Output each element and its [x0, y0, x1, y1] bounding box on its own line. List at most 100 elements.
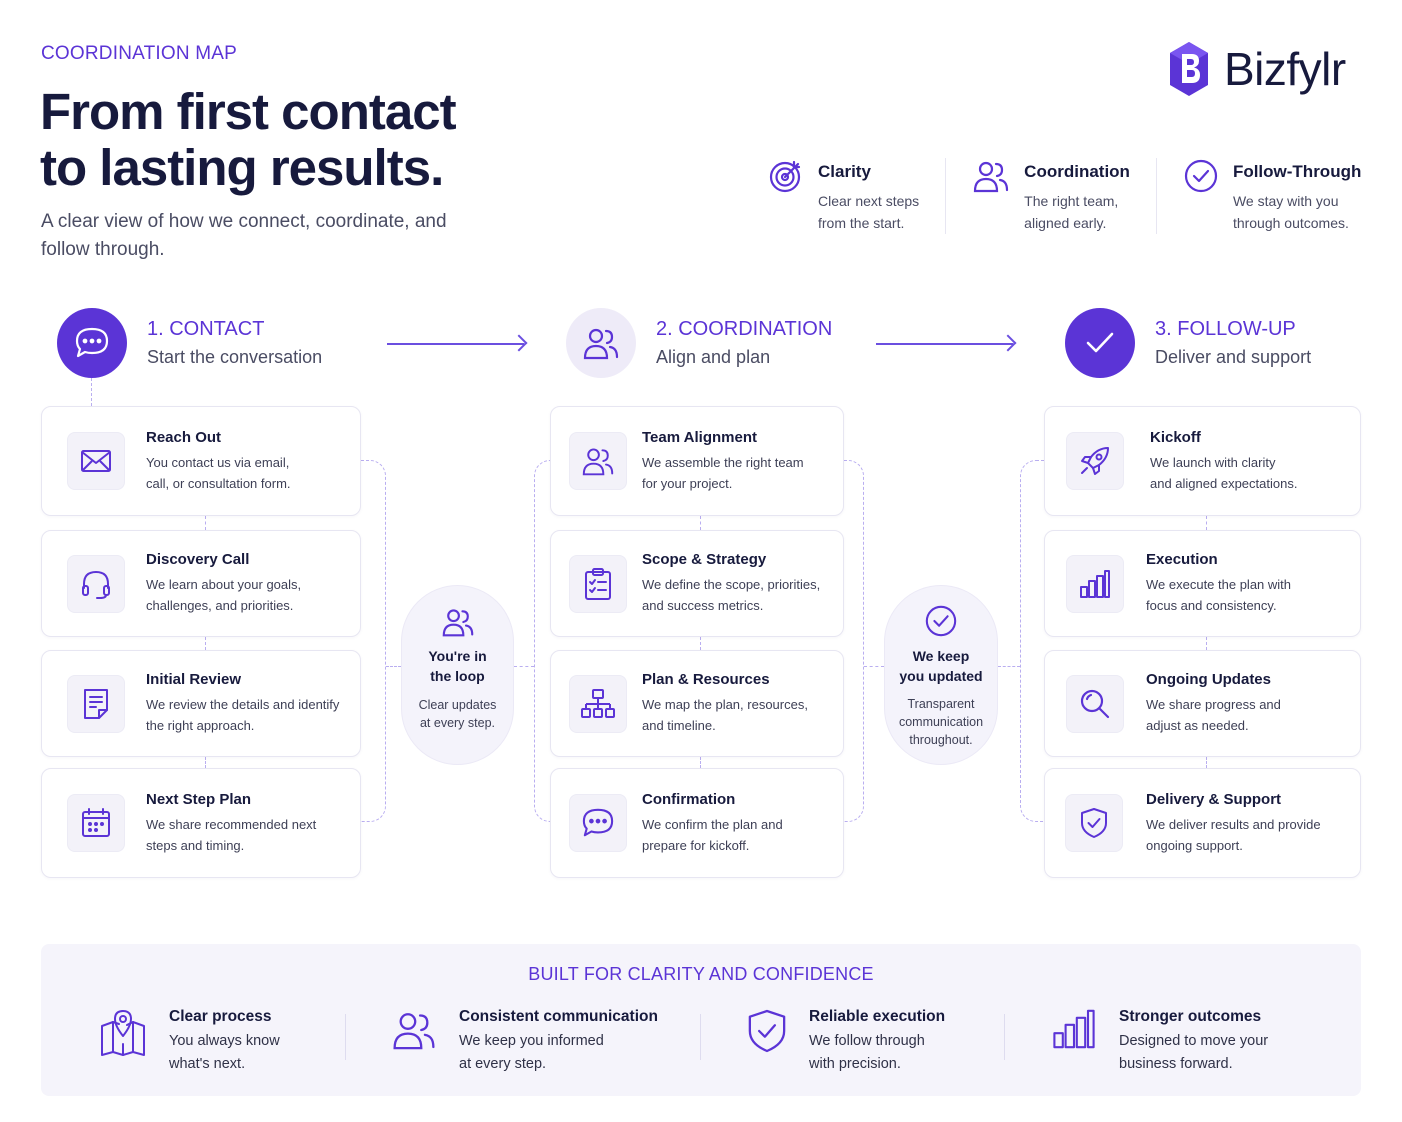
- bracket-contact: [361, 460, 386, 822]
- stage-title: 1. CONTACT: [147, 318, 265, 340]
- value-desc: Clear next steps from the start.: [818, 193, 920, 231]
- connector: [700, 637, 701, 650]
- headset-icon: [82, 570, 110, 599]
- benefit-desc: Designed to move your business forward.: [1119, 1033, 1269, 1072]
- arrow-right-icon: [876, 343, 1013, 345]
- stage-badge: [1065, 308, 1135, 378]
- pill-desc: Transparent communication throughout.: [898, 697, 984, 747]
- bracket-coordination-left: [534, 460, 550, 822]
- step-card-team-alignment: Team Alignment We assemble the right tea…: [550, 406, 844, 516]
- connector: [205, 637, 206, 650]
- benefit-consistent-communication: Consistent communication We keep you inf…: [391, 1008, 658, 1076]
- search-icon: [1080, 689, 1110, 718]
- connector: [205, 757, 206, 768]
- benefit-desc: We keep you informed at every step.: [459, 1033, 604, 1072]
- connector: [1206, 516, 1207, 530]
- arrow-right-icon: [387, 343, 524, 345]
- team-icon: [442, 609, 473, 637]
- loop-pill: You're in the loop Clear updates at ever…: [401, 585, 514, 765]
- card-desc: We confirm the plan and prepare for kick…: [642, 816, 783, 853]
- clipboard-icon: [585, 567, 611, 600]
- card-icon: [67, 674, 125, 733]
- check-circle-icon: [1184, 159, 1218, 193]
- value-title: Follow-Through: [1232, 162, 1362, 181]
- card-title: Kickoff: [1150, 428, 1201, 446]
- org-chart-icon: [581, 688, 615, 718]
- card-icon: [1065, 794, 1123, 852]
- card-desc: We launch with clarity and aligned expec…: [1150, 454, 1298, 491]
- card-title: Plan & Resources: [642, 671, 770, 688]
- map-pin-icon: [101, 1010, 145, 1056]
- card-desc: We define the scope, priorities, and suc…: [642, 577, 821, 613]
- card-icon: [1066, 554, 1124, 613]
- connector: [514, 666, 534, 667]
- card-title: Initial Review: [146, 671, 242, 688]
- stage-subtitle: Deliver and support: [1155, 347, 1312, 367]
- benefit-clear-process: Clear process You always know what's nex…: [99, 1008, 280, 1076]
- card-desc: We assemble the right team for your proj…: [642, 454, 804, 491]
- pill-title: You're in the loop: [428, 648, 487, 684]
- divider: [700, 1014, 701, 1060]
- stage-subtitle: Start the conversation: [147, 347, 323, 367]
- step-card-confirmation: Confirmation We confirm the plan and pre…: [550, 768, 844, 878]
- calendar-icon: [82, 808, 110, 837]
- headline-line-1: From first contact: [40, 83, 457, 140]
- connector: [700, 757, 701, 768]
- benefit-title: Clear process: [169, 1008, 272, 1025]
- card-desc: We deliver results and provide ongoing s…: [1146, 816, 1321, 853]
- brand-name: Bizfylr: [1224, 43, 1346, 95]
- card-icon: [67, 554, 125, 613]
- shield-icon: [748, 1009, 786, 1053]
- value-desc: The right team, aligned early.: [1024, 193, 1119, 231]
- card-title: Delivery & Support: [1146, 790, 1282, 808]
- value-props: Clarity Clear next steps from the start.…: [768, 158, 1387, 234]
- connector: [998, 666, 1020, 667]
- team-icon: [583, 328, 619, 360]
- bar-chart-icon: [1080, 569, 1110, 598]
- check-circle-icon: [925, 605, 957, 637]
- stage-badge: [566, 308, 636, 378]
- chat-icon: [75, 327, 109, 358]
- connector: [205, 516, 206, 530]
- stage-subtitle: Align and plan: [656, 347, 771, 367]
- value-coordination: Coordination The right team, aligned ear…: [945, 158, 1156, 234]
- rocket-icon: [1081, 447, 1109, 475]
- card-desc: We share recommended next steps and timi…: [146, 816, 317, 853]
- value-follow-through: Follow-Through We stay with you through …: [1155, 158, 1387, 234]
- benefit-stronger-outcomes: Stronger outcomes Designed to move your …: [1051, 1008, 1268, 1076]
- card-title: Team Alignment: [642, 428, 758, 446]
- subheadline: A clear view of how we connect, coordina…: [41, 211, 447, 260]
- divider: [1004, 1014, 1005, 1060]
- headline-line-2: to lasting results.: [40, 139, 444, 196]
- mail-icon: [81, 450, 111, 472]
- step-card-scope-strategy: Scope & Strategy We define the scope, pr…: [550, 530, 844, 637]
- card-desc: You contact us via email, call, or consu…: [146, 454, 291, 491]
- value-desc: We stay with you through outcomes.: [1232, 193, 1349, 231]
- step-card-delivery-support: Delivery & Support We deliver results an…: [1044, 768, 1361, 878]
- value-clarity: Clarity Clear next steps from the start.: [768, 158, 945, 234]
- card-title: Reach Out: [146, 428, 222, 446]
- target-icon: [769, 160, 801, 193]
- connector: [1206, 757, 1207, 768]
- bar-chart-icon: [1053, 1009, 1095, 1049]
- card-desc: We review the details and identify the r…: [146, 697, 340, 733]
- document-icon: [84, 688, 108, 719]
- card-icon: [67, 432, 125, 490]
- value-title: Clarity: [818, 162, 871, 181]
- pill-desc: Clear updates at every step.: [418, 698, 497, 730]
- team-icon: [582, 448, 614, 476]
- benefit-title: Consistent communication: [459, 1008, 658, 1025]
- step-card-execution: Execution We execute the plan with focus…: [1044, 530, 1361, 637]
- connector: [1206, 637, 1207, 650]
- card-icon: [1066, 674, 1124, 733]
- step-card-kickoff: Kickoff We launch with clarity and align…: [1044, 406, 1361, 516]
- connector: [91, 378, 92, 406]
- step-card-initial-review: Initial Review We review the details and…: [41, 650, 361, 757]
- brand-logo: Bizfylr: [1168, 40, 1346, 98]
- card-desc: We share progress and adjust as needed.: [1146, 697, 1281, 733]
- bizfylr-logo-mark: [1170, 42, 1208, 96]
- stage-title: 2. COORDINATION: [656, 318, 833, 340]
- card-icon: [569, 674, 627, 733]
- card-desc: We learn about your goals, challenges, a…: [146, 577, 302, 613]
- team-icon: [393, 1013, 435, 1050]
